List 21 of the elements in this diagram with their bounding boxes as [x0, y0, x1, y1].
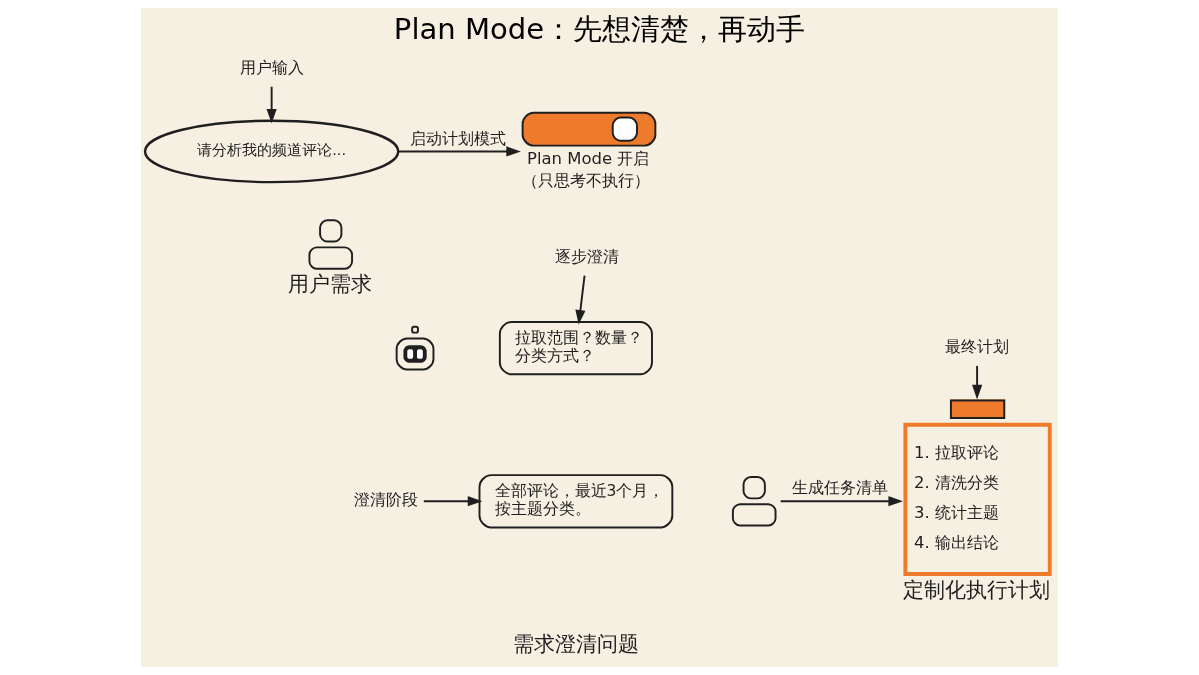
- node-ellipse: 请分析我的频道评论...: [143, 119, 400, 184]
- node-box: 全部评论，最近3个月，按主题分类。: [478, 474, 674, 529]
- node-text: 逐步澄清: [554, 247, 619, 267]
- arrow: [266, 85, 277, 124]
- node-text: 用户输入: [239, 58, 304, 78]
- arrow: [972, 364, 983, 400]
- edge-label: 生成任务清单: [792, 479, 889, 498]
- node-label: Plan Mode 开启: [526, 148, 650, 168]
- arrow: [779, 496, 903, 507]
- arrow: [422, 496, 483, 507]
- node-label: （只思考不执行）: [521, 170, 650, 190]
- node-text: 澄清阶段: [353, 490, 418, 510]
- node-box: 拉取范围？数量？分类方式？: [498, 321, 653, 376]
- label: 需求澄清问题: [512, 631, 639, 657]
- node-text: 最终计划: [945, 337, 1010, 357]
- arrow: [397, 146, 521, 157]
- diagram-title: Plan Mode：先想清楚，再动手: [393, 12, 806, 47]
- edge-label: 启动计划模式: [410, 129, 507, 148]
- node-label: 用户需求: [288, 270, 373, 296]
- arrow: [575, 274, 586, 325]
- node-label: 定制化执行计划: [903, 576, 1051, 602]
